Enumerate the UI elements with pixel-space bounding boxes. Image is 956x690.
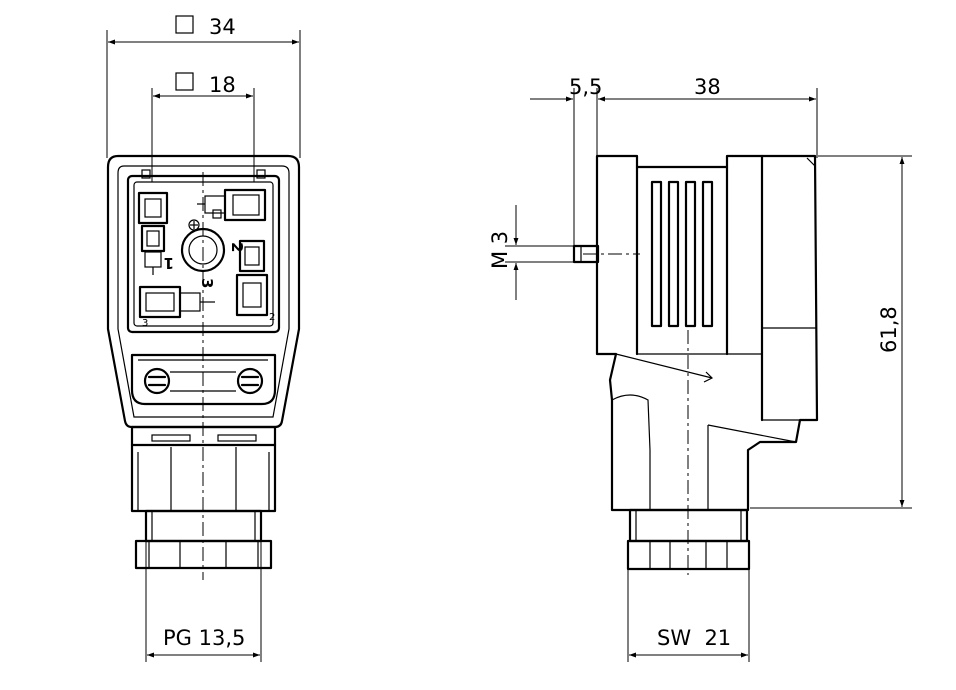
- side-body: [595, 154, 819, 512]
- screw-right-icon: [236, 367, 264, 395]
- side-view: 5,5 38 M 3: [488, 75, 912, 662]
- screw-left-icon: [143, 367, 171, 395]
- screw-label: M 3: [488, 231, 512, 269]
- contact-2: [197, 188, 267, 222]
- pin-3-label: 3: [198, 278, 216, 288]
- thread-dimension: PG 13,5: [145, 541, 262, 662]
- svg-text:3: 3: [142, 318, 148, 329]
- contact-1: 1: [137, 191, 174, 275]
- screw-dimension: M 3: [488, 205, 575, 300]
- thread-label: PG 13,5: [163, 626, 245, 650]
- contact-right: 2 2: [228, 239, 275, 323]
- wrench-dimension: SW 21: [627, 569, 750, 662]
- contact-3: 3 3: [138, 278, 216, 329]
- front-view: 34 18: [106, 15, 301, 662]
- offset-label: 5,5: [569, 75, 602, 99]
- width-label: 34: [209, 15, 236, 39]
- svg-text:2: 2: [269, 312, 275, 323]
- inner-label: 18: [209, 73, 236, 97]
- depth-label: 38: [694, 75, 721, 99]
- height-label: 61,8: [877, 306, 901, 353]
- height-dimension: 61,8: [750, 155, 912, 509]
- depth-dimension: 38: [598, 75, 816, 102]
- offset-dimension: 5,5: [530, 75, 602, 102]
- inner-dimension: 18: [153, 72, 253, 99]
- side-gland: [626, 508, 751, 571]
- pin-1-label: 1: [164, 254, 174, 272]
- pin-2-label: 2: [228, 242, 246, 252]
- width-dimension: 34: [108, 15, 299, 45]
- wrench-label: SW 21: [657, 626, 731, 650]
